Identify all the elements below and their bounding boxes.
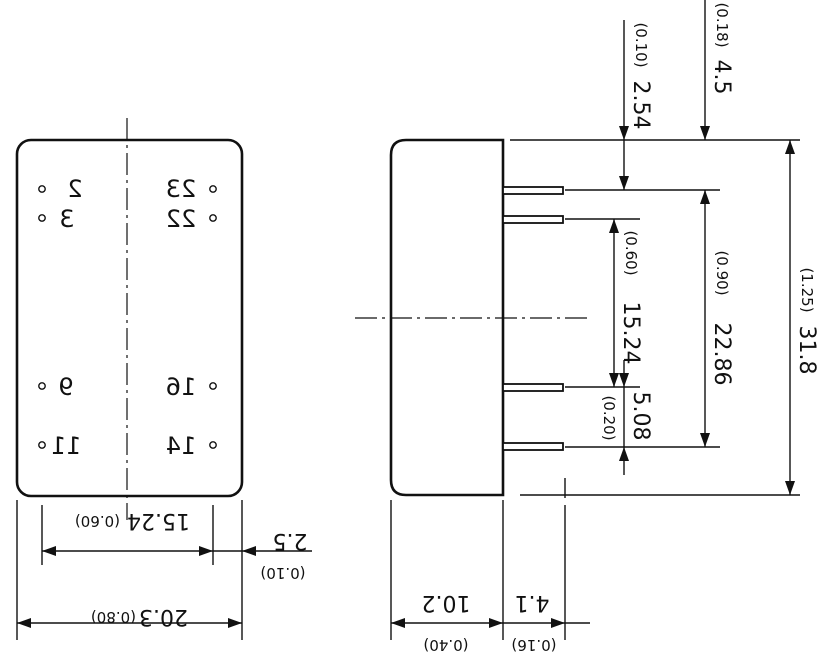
pin-label-9: 9 xyxy=(58,373,73,401)
dim-top-to-first-pin-mm: 2.54 xyxy=(628,81,653,130)
dim-height-total: 31.8 (1.25) xyxy=(785,140,819,495)
dim-pin-length: 4.1 (0.16) xyxy=(503,590,590,654)
dim-top-offset-inch: (0.18) xyxy=(713,2,731,47)
dim-pin-length-inch: (0.16) xyxy=(511,636,556,654)
dim-pin-pitch-inch: (0.20) xyxy=(600,395,618,440)
dim-height-inner-inch: (0.90) xyxy=(713,250,731,295)
dim-height-total-mm: 31.8 xyxy=(794,326,819,375)
pin-dot-14 xyxy=(209,441,217,449)
pin-label-22: 22 xyxy=(166,205,197,233)
dim-width-mm: 20.3 xyxy=(139,604,188,629)
dim-height-total-inch: (1.25) xyxy=(798,267,816,312)
dim-pin-span-mm: 15.24 xyxy=(618,302,643,365)
dim-width-inch: (0.80) xyxy=(91,608,136,626)
dim-top-offset: 4.5 (0.18) xyxy=(700,0,734,140)
dim-edge-offset: 2.5 (0.10) xyxy=(213,528,312,582)
side-pin-3 xyxy=(502,383,564,392)
pin-dot-3 xyxy=(38,214,46,222)
pin-label-16: 16 xyxy=(166,373,197,401)
pin-dot-9 xyxy=(38,382,46,390)
dim-top-offset-mm: 4.5 xyxy=(709,60,734,95)
dim-body-depth: 10.2 (0.40) xyxy=(391,590,503,654)
front-body-outline xyxy=(15,138,244,498)
side-pin-1 xyxy=(502,186,564,195)
dim-pin-row-spacing: 15.24 (0.60) xyxy=(42,508,213,556)
dim-body-depth-mm: 10.2 xyxy=(422,590,471,615)
pin-dot-22 xyxy=(209,214,217,222)
pin-label-14: 14 xyxy=(166,432,197,460)
side-body-outline xyxy=(389,138,505,497)
pin-label-23: 23 xyxy=(166,175,197,203)
dim-body-depth-inch: (0.40) xyxy=(423,636,468,654)
dim-edge-offset-inch: (0.10) xyxy=(260,564,305,582)
dim-pin-pitch: 5.08 (0.20) xyxy=(600,360,653,475)
pin-dot-23 xyxy=(209,185,217,193)
front-view: 2 3 9 11 23 22 16 14 15.24 (0.60) 2.5 (0… xyxy=(15,118,312,640)
pin-label-3: 3 xyxy=(59,205,74,233)
dim-pin-length-mm: 4.1 xyxy=(515,590,550,615)
side-pin-4 xyxy=(502,442,564,451)
pin-label-2: 2 xyxy=(67,175,82,203)
dim-pin-row-spacing-mm: 15.24 xyxy=(127,508,190,533)
dim-width: 20.3 (0.80) xyxy=(17,604,242,629)
pin-dot-16 xyxy=(209,382,217,390)
side-pin-2 xyxy=(502,215,564,224)
dim-pin-span-inch: (0.60) xyxy=(622,230,640,275)
dim-edge-offset-mm: 2.5 xyxy=(273,528,308,553)
dim-pin-row-spacing-inch: (0.60) xyxy=(75,512,120,530)
dim-pin-span: 15.24 (0.60) xyxy=(609,219,643,387)
dim-top-to-first-pin: 2.54 (0.10) xyxy=(619,20,653,190)
side-view: 2.54 (0.10) 4.5 (0.18) 15.24 (0.60) xyxy=(355,0,819,654)
pin-dot-11 xyxy=(38,441,46,449)
pin-dot-2 xyxy=(38,185,46,193)
pin-label-11: 11 xyxy=(51,432,82,460)
dim-height-inner: 22.86 (0.90) xyxy=(700,190,734,447)
dim-pin-pitch-mm: 5.08 xyxy=(628,392,653,441)
dim-top-to-first-pin-inch: (0.10) xyxy=(632,22,650,67)
dim-height-inner-mm: 22.86 xyxy=(709,323,734,386)
